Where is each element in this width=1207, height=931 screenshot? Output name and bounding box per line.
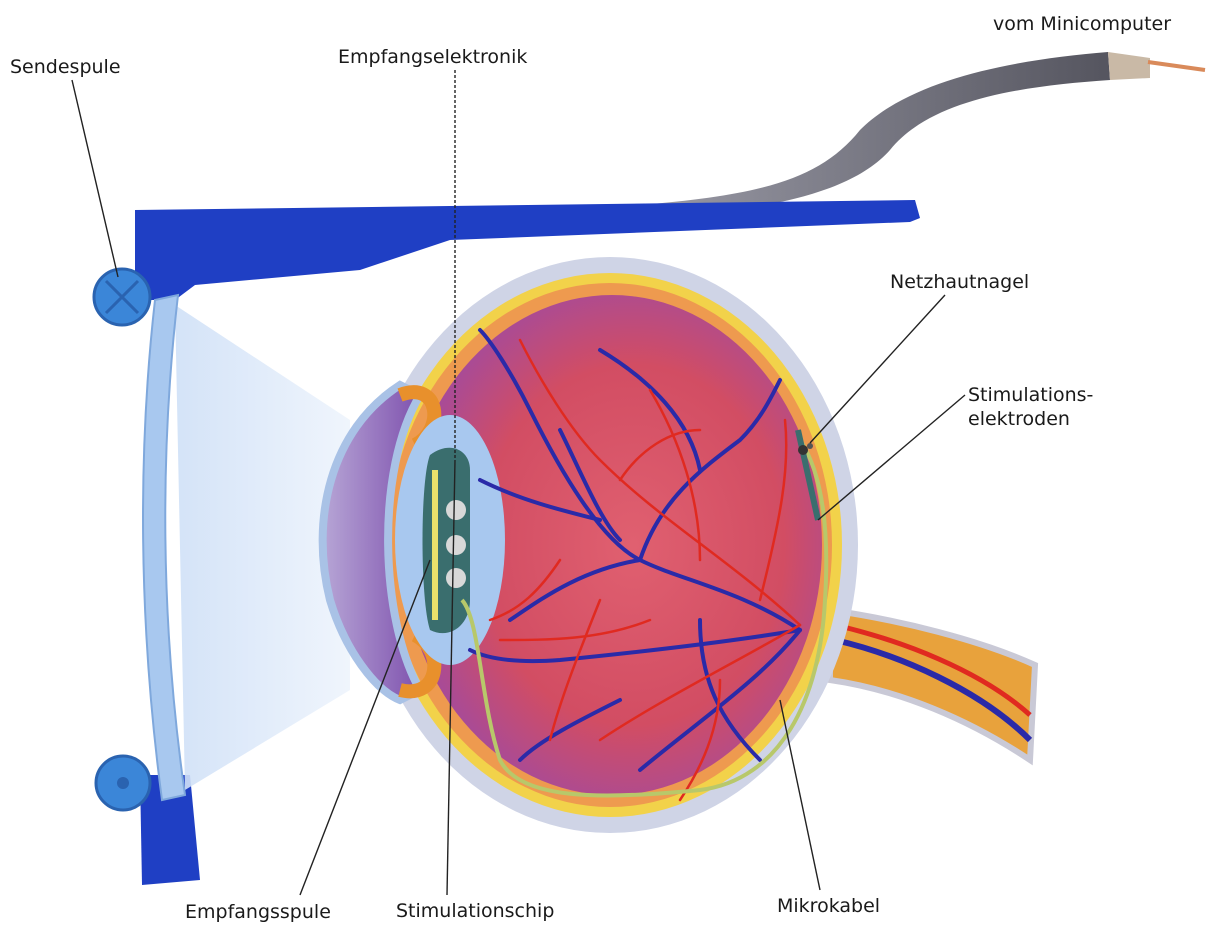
- label-stimulationselektroden-line1: Stimulations-: [968, 383, 1093, 407]
- label-mikrokabel: Mikrokabel: [777, 894, 880, 918]
- label-empfangselektronik: Empfangselektronik: [338, 45, 527, 69]
- label-stimulationschip: Stimulationschip: [396, 899, 554, 923]
- send-coil-bottom: [96, 756, 150, 810]
- label-empfangsspule: Empfangsspule: [185, 900, 331, 924]
- label-vom-minicomputer: vom Minicomputer: [993, 12, 1171, 36]
- send-coil-top: [94, 269, 150, 325]
- label-stimulationselektroden: Stimulations- elektroden: [968, 383, 1093, 431]
- minicomputer-cable: [640, 52, 1205, 218]
- implant-housing: [423, 448, 471, 633]
- label-stimulationselektroden-line2: elektroden: [968, 407, 1093, 431]
- label-netzhautnagel: Netzhautnagel: [890, 270, 1029, 294]
- label-sendespule: Sendespule: [10, 55, 121, 79]
